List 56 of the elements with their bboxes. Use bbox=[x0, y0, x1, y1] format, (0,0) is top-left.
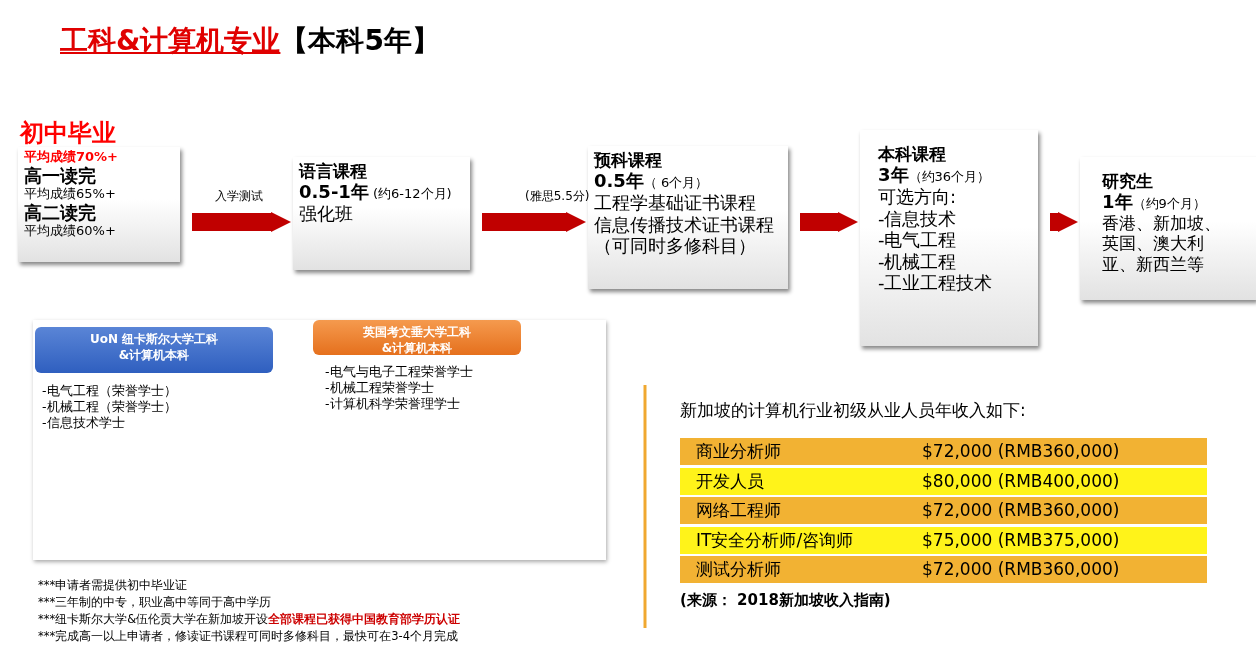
degree-item: -电气工程（荣誉学士） bbox=[42, 383, 177, 399]
step-text: 可选方向: bbox=[878, 186, 958, 208]
job-title: 商业分析师 bbox=[696, 440, 781, 463]
footnote: ***三年制的中专，职业高中等同于高中学历 bbox=[38, 594, 272, 611]
job-title: IT安全分析师/咨询师 bbox=[696, 528, 854, 552]
step-text: -电气工程 bbox=[878, 229, 958, 251]
step-heading: 初中毕业 bbox=[20, 119, 116, 148]
salary: $80,000 (RMB400,000) bbox=[922, 469, 1120, 493]
step-text: -信息技术 bbox=[878, 207, 958, 230]
step-box bbox=[860, 130, 1038, 346]
footnote: ***纽卡斯尔大学&伍伦贡大学在新加坡开设 bbox=[38, 611, 269, 628]
step-text: 平均成绩70%+ bbox=[24, 149, 119, 165]
source-note: (来源： 2018新加坡收入指南) bbox=[680, 590, 891, 611]
step-text: 0.5-1年 (约6-12个月) bbox=[299, 181, 453, 203]
step-text: 信息传播技术证书课程 bbox=[594, 213, 775, 236]
footnote: ***完成高一以上申请者，修读证书课程可同时多修科目，最快可在3-4个月完成 bbox=[38, 628, 459, 645]
step-text: -工业工程技术 bbox=[878, 272, 994, 294]
step-text: 平均成绩65%+ bbox=[24, 186, 117, 202]
edge-label: (雅思5.5分) bbox=[525, 188, 590, 204]
footnote: ***申请者需提供初中毕业证 bbox=[38, 577, 188, 594]
job-title: 网络工程师 bbox=[696, 499, 781, 522]
step-text: 1年（约9个月） bbox=[1102, 191, 1207, 213]
step-text: 强化班 bbox=[299, 203, 354, 225]
degree-item: -机械工程荣誉学士 bbox=[325, 380, 434, 396]
degree-item: -信息技术学士 bbox=[42, 415, 125, 431]
step-text: 0.5年（ 6个月） bbox=[594, 170, 710, 192]
step-heading: 研究生 bbox=[1102, 171, 1154, 192]
step-heading: 本科课程 bbox=[878, 144, 947, 165]
salary: $72,000 (RMB360,000) bbox=[922, 440, 1120, 463]
job-title: 开发人员 bbox=[696, 469, 764, 493]
edge-label: 入学测试 bbox=[215, 188, 263, 204]
degree-item: -电气与电子工程荣誉学士 bbox=[325, 364, 473, 380]
step-box bbox=[588, 146, 788, 289]
degree-item: -机械工程（荣誉学士） bbox=[42, 399, 177, 415]
table-heading: 新加坡的计算机行业初级从业人员年收入如下: bbox=[680, 399, 1026, 422]
step-text: 3年（约36个月） bbox=[878, 164, 992, 186]
step-text: 工程学基础证书课程 bbox=[594, 192, 757, 214]
footnote: 全部课程已获得中国教育部学历认证 bbox=[268, 611, 461, 628]
step-text: 高一读完 bbox=[24, 164, 97, 187]
salary: $72,000 (RMB360,000) bbox=[922, 499, 1120, 522]
program-panel bbox=[33, 320, 606, 560]
degree-item: -计算机科学荣誉理学士 bbox=[325, 396, 460, 412]
step-text: 香港、新加坡、英国、澳大利亚、新西兰等 bbox=[1102, 213, 1222, 275]
step-text: （可同时多修科目） bbox=[594, 235, 757, 257]
step-heading: 预科课程 bbox=[594, 150, 663, 171]
university-header: 英国考文垂大学工科&计算机本科 bbox=[313, 320, 521, 355]
step-box bbox=[293, 157, 470, 270]
step-text: 平均成绩60%+ bbox=[24, 223, 117, 239]
university-header: UoN 纽卡斯尔大学工科&计算机本科 bbox=[35, 327, 273, 373]
step-box bbox=[1080, 157, 1256, 300]
salary: $75,000 (RMB375,000) bbox=[922, 528, 1120, 552]
step-heading: 语言课程 bbox=[299, 161, 368, 182]
job-title: 测试分析师 bbox=[696, 558, 781, 581]
step-text: -机械工程 bbox=[878, 250, 958, 273]
step-text: 高二读完 bbox=[24, 201, 97, 224]
salary: $72,000 (RMB360,000) bbox=[922, 558, 1120, 581]
